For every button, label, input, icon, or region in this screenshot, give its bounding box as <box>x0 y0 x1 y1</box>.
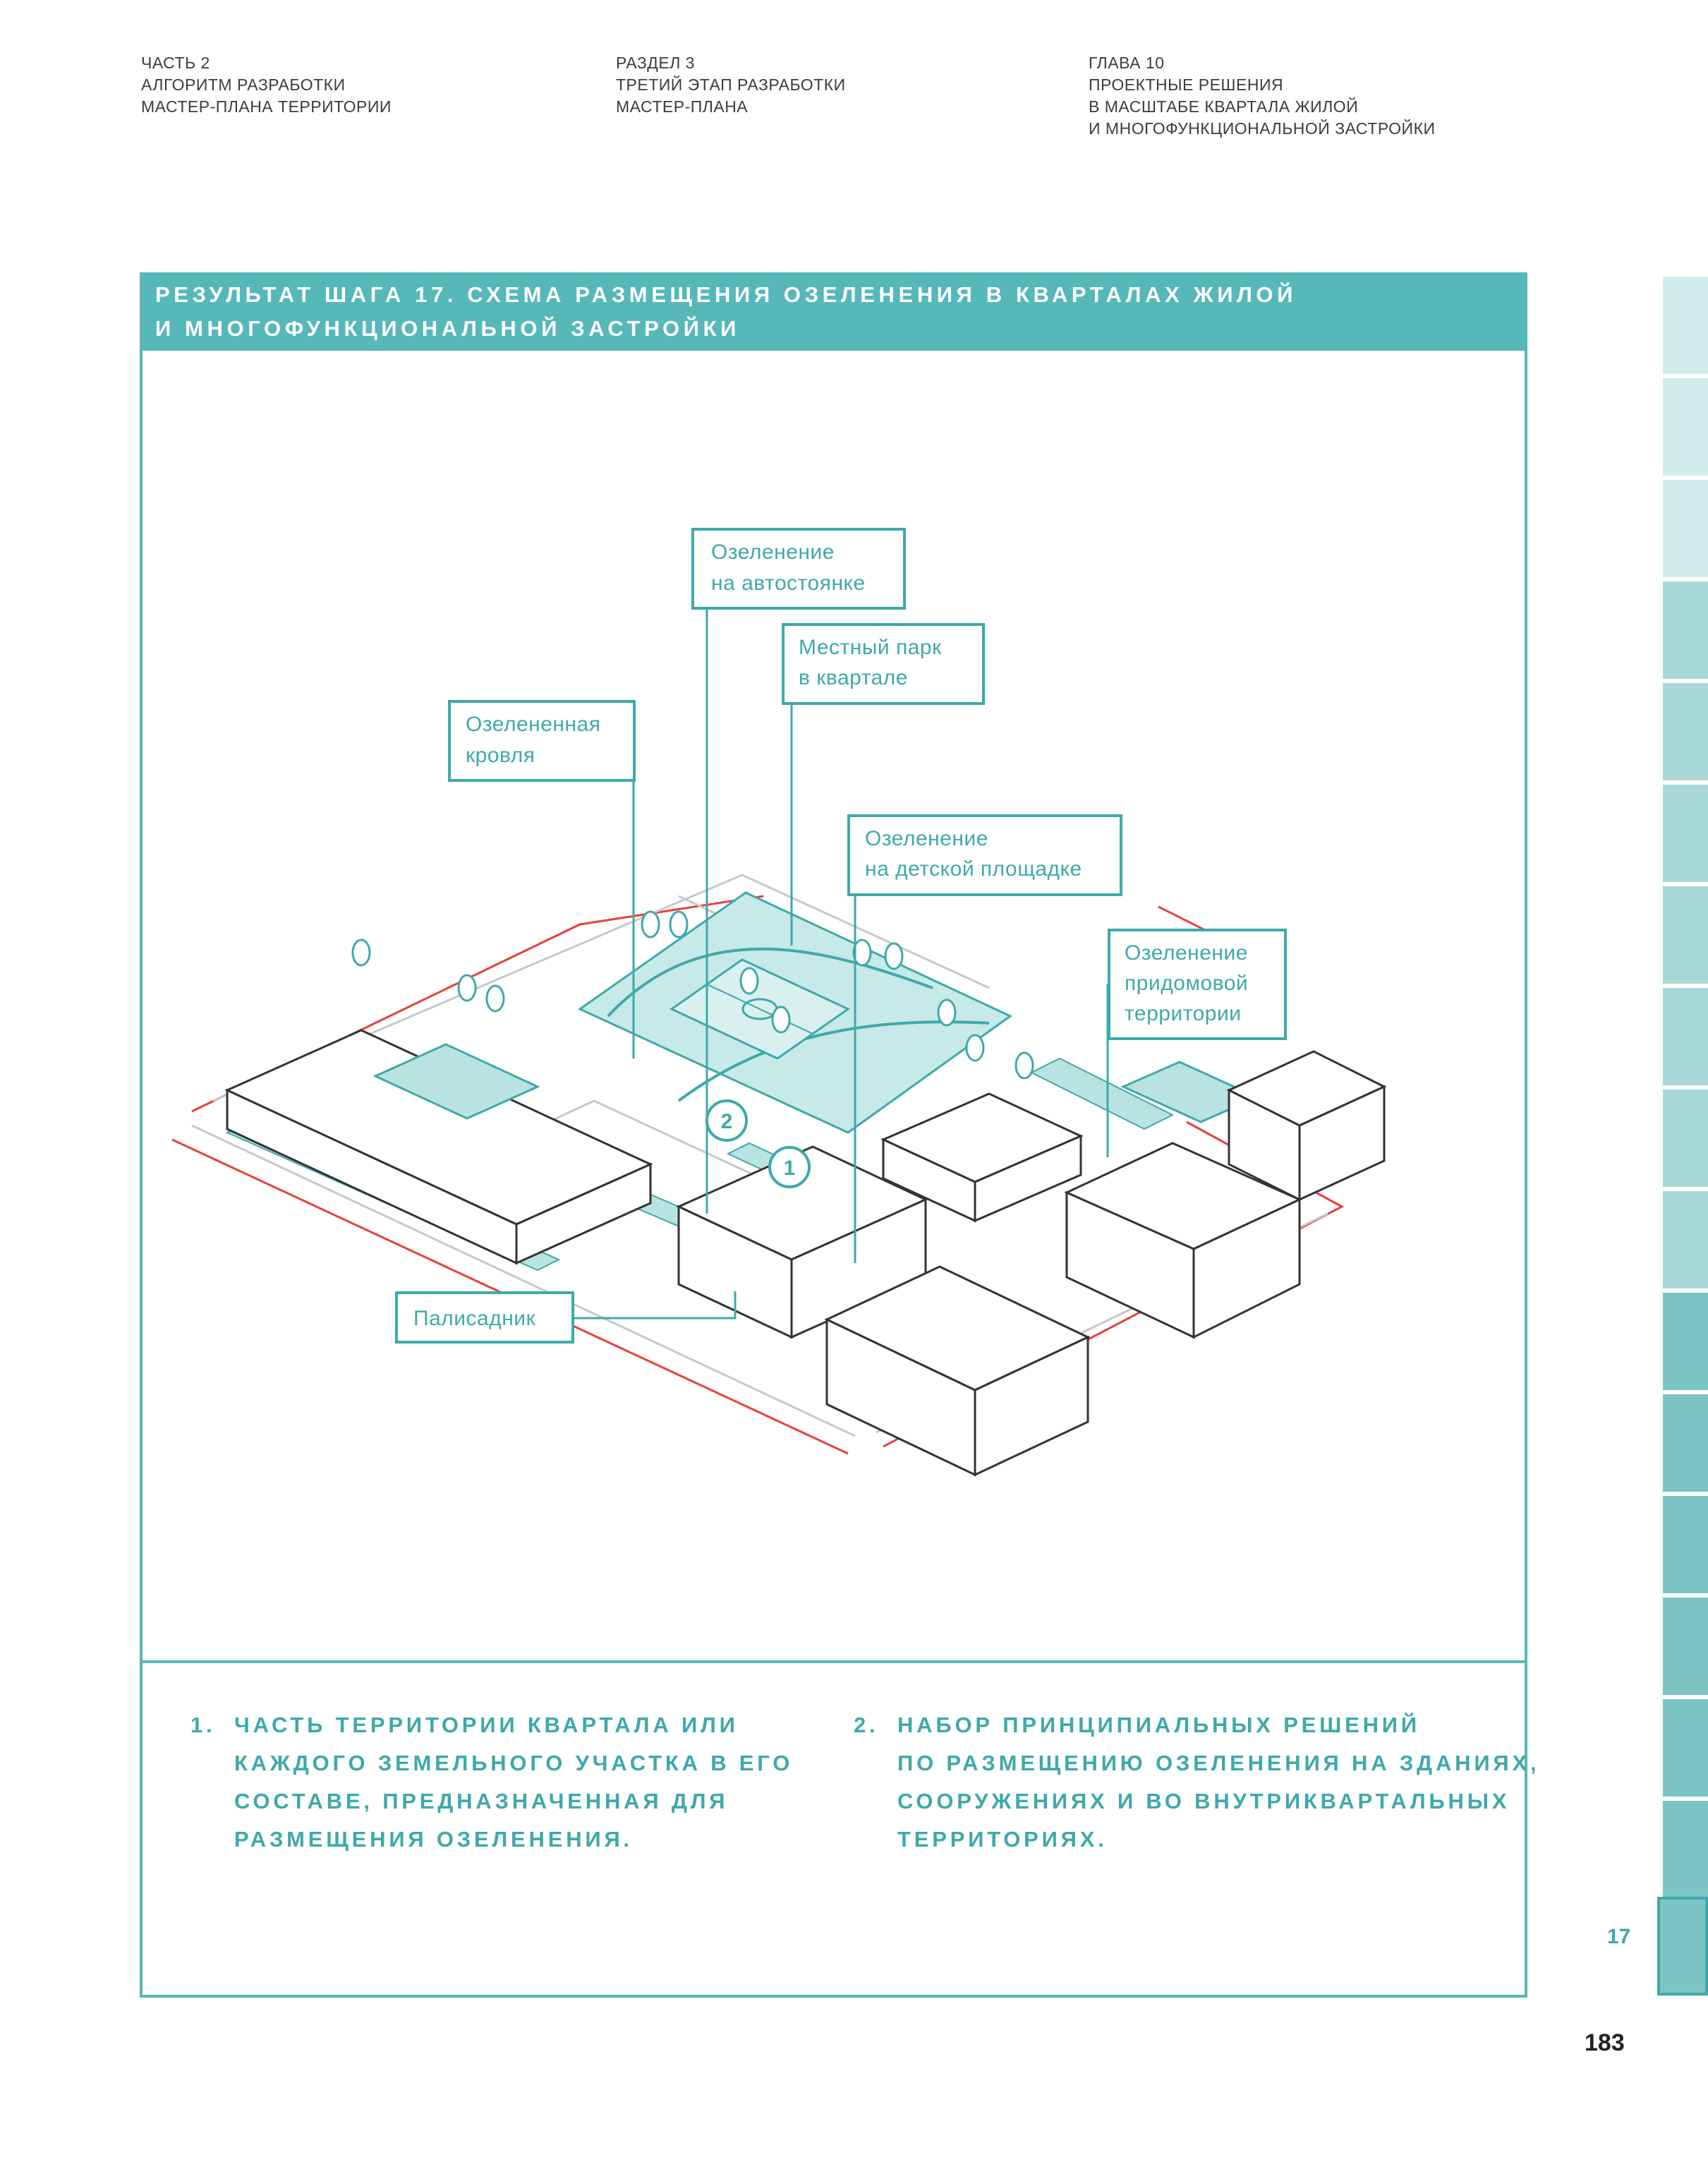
callout-front-garden-label: Палисадник <box>413 1307 536 1330</box>
chapter-tab <box>1663 886 1708 984</box>
trees <box>351 910 1034 1080</box>
footnote-2-line-2: ПО РАЗМЕЩЕНИЮ ОЗЕЛЕНЕНИЯ НА ЗДАНИЯХ, <box>897 1751 1540 1775</box>
chapter-tab <box>1663 1699 1708 1797</box>
header-chapter: ГЛАВА 10 ПРОЕКТНЫЕ РЕШЕНИЯ В МАСШТАБЕ КВ… <box>1089 52 1436 140</box>
greening-diagram: Озеленение на автостоянке Местный парк в… <box>171 528 1387 1477</box>
footnote-2-line-4: ТЕРРИТОРИЯХ. <box>897 1827 1108 1852</box>
panel-divider <box>143 1660 1525 1663</box>
footnote-2-line-3: СООРУЖЕНИЯХ И ВО ВНУТРИКВАРТАЛЬНЫХ <box>897 1789 1510 1813</box>
chapter-tab-active <box>1657 1897 1708 1996</box>
callout-yard: Озеленение придомовой территории <box>1106 929 1287 1157</box>
chapter-tab <box>1663 581 1708 679</box>
callout-parking-line-2: на автостоянке <box>711 572 866 595</box>
buildings <box>224 1029 1387 1477</box>
chapter-tab <box>1663 683 1708 780</box>
footnote-1-line-2: КАЖДОГО ЗЕМЕЛЬНОГО УЧАСТКА В ЕГО <box>234 1751 794 1775</box>
chapter-tab <box>1663 1293 1708 1390</box>
header-chapter-number: ГЛАВА 10 <box>1089 54 1165 72</box>
panel-title-line-2: И МНОГОФУНКЦИОНАЛЬНОЙ ЗАСТРОЙКИ <box>155 316 741 341</box>
chapter-tab <box>1663 1496 1708 1593</box>
callout-playground-line-1: Озеленение <box>865 827 988 850</box>
header-chapter-title-2: В МАСШТАБЕ КВАРТАЛА ЖИЛОЙ <box>1089 97 1359 116</box>
marker-2-label: 2 <box>721 1110 733 1133</box>
header-chapter-title-1: ПРОЕКТНЫЕ РЕШЕНИЯ <box>1089 76 1284 94</box>
callout-roof: Озелененная кровля <box>448 700 636 1058</box>
header-section: РАЗДЕЛ 3 ТРЕТИЙ ЭТАП РАЗРАБОТКИ МАСТЕР-П… <box>616 52 846 118</box>
chapter-tab <box>1663 988 1708 1085</box>
header-part: ЧАСТЬ 2 АЛГОРИТМ РАЗРАБОТКИ МАСТЕР-ПЛАНА… <box>141 52 392 118</box>
central-park <box>578 891 1012 1134</box>
footnote-1-line-4: РАЗМЕЩЕНИЯ ОЗЕЛЕНЕНИЯ. <box>234 1827 633 1852</box>
chapter-tab <box>1663 480 1708 577</box>
footnote-1-number: 1. <box>190 1713 216 1737</box>
callout-yard-line-3: территории <box>1125 1002 1242 1025</box>
footnote-1-line-1: ЧАСТЬ ТЕРРИТОРИИ КВАРТАЛА ИЛИ <box>234 1713 739 1737</box>
callout-roof-line-1: Озелененная <box>466 713 600 736</box>
chapter-tab <box>1663 1089 1708 1187</box>
chapter-tab <box>1663 1191 1708 1288</box>
chapter-tab <box>1663 1598 1708 1695</box>
callout-yard-line-1: Озеленение <box>1125 941 1248 965</box>
header-section-number: РАЗДЕЛ 3 <box>616 54 695 72</box>
marker-1: 1 <box>768 1146 811 1188</box>
chapter-tab <box>1663 1801 1708 1898</box>
header-section-title-1: ТРЕТИЙ ЭТАП РАЗРАБОТКИ <box>616 76 846 94</box>
header-part-title-1: АЛГОРИТМ РАЗРАБОТКИ <box>141 76 346 94</box>
marker-1-label: 1 <box>784 1157 796 1180</box>
footnote-1-line-3: СОСТАВЕ, ПРЕДНАЗНАЧЕННАЯ ДЛЯ <box>234 1789 729 1813</box>
chapter-tab <box>1663 378 1708 476</box>
chapter-tab <box>1663 277 1708 374</box>
callout-playground-line-2: на детской площадке <box>865 857 1082 881</box>
callout-parking-line-1: Озеленение <box>711 541 835 564</box>
callout-front-garden: Палисадник <box>395 1291 737 1344</box>
header-section-title-2: МАСТЕР-ПЛАНА <box>616 97 749 116</box>
result-panel: РЕЗУЛЬТАТ ШАГА 17. СХЕМА РАЗМЕЩЕНИЯ ОЗЕЛ… <box>140 272 1527 1998</box>
callout-yard-line-2: придомовой <box>1125 972 1248 995</box>
chapter-tab <box>1663 785 1708 882</box>
callout-roof-line-2: кровля <box>466 744 535 767</box>
page-number: 183 <box>1585 2029 1625 2056</box>
header-part-number: ЧАСТЬ 2 <box>141 54 210 72</box>
panel-title-line-1: РЕЗУЛЬТАТ ШАГА 17. СХЕМА РАЗМЕЩЕНИЯ ОЗЕЛ… <box>155 282 1297 307</box>
callout-parking: Озеленение на автостоянке <box>691 528 906 1214</box>
marker-2: 2 <box>705 1099 748 1142</box>
header-chapter-title-3: И МНОГОФУНКЦИОНАЛЬНОЙ ЗАСТРОЙКИ <box>1089 119 1436 138</box>
panel-title-bar: РЕЗУЛЬТАТ ШАГА 17. СХЕМА РАЗМЕЩЕНИЯ ОЗЕЛ… <box>143 275 1525 351</box>
header-part-title-2: МАСТЕР-ПЛАНА ТЕРРИТОРИИ <box>141 97 392 116</box>
callout-playground: Озеленение на детской площадке <box>847 814 1122 1263</box>
callout-park-line-2: в квартале <box>799 666 908 689</box>
footnote-2-line-1: НАБОР ПРИНЦИПИАЛЬНЫХ РЕШЕНИЙ <box>897 1713 1420 1737</box>
chapter-number: 17 <box>1607 1925 1631 1948</box>
chapter-tab <box>1663 1394 1708 1492</box>
callout-park: Местный парк в квартале <box>782 623 985 946</box>
callout-park-line-1: Местный парк <box>799 636 942 659</box>
footnote-2-number: 2. <box>854 1713 879 1737</box>
